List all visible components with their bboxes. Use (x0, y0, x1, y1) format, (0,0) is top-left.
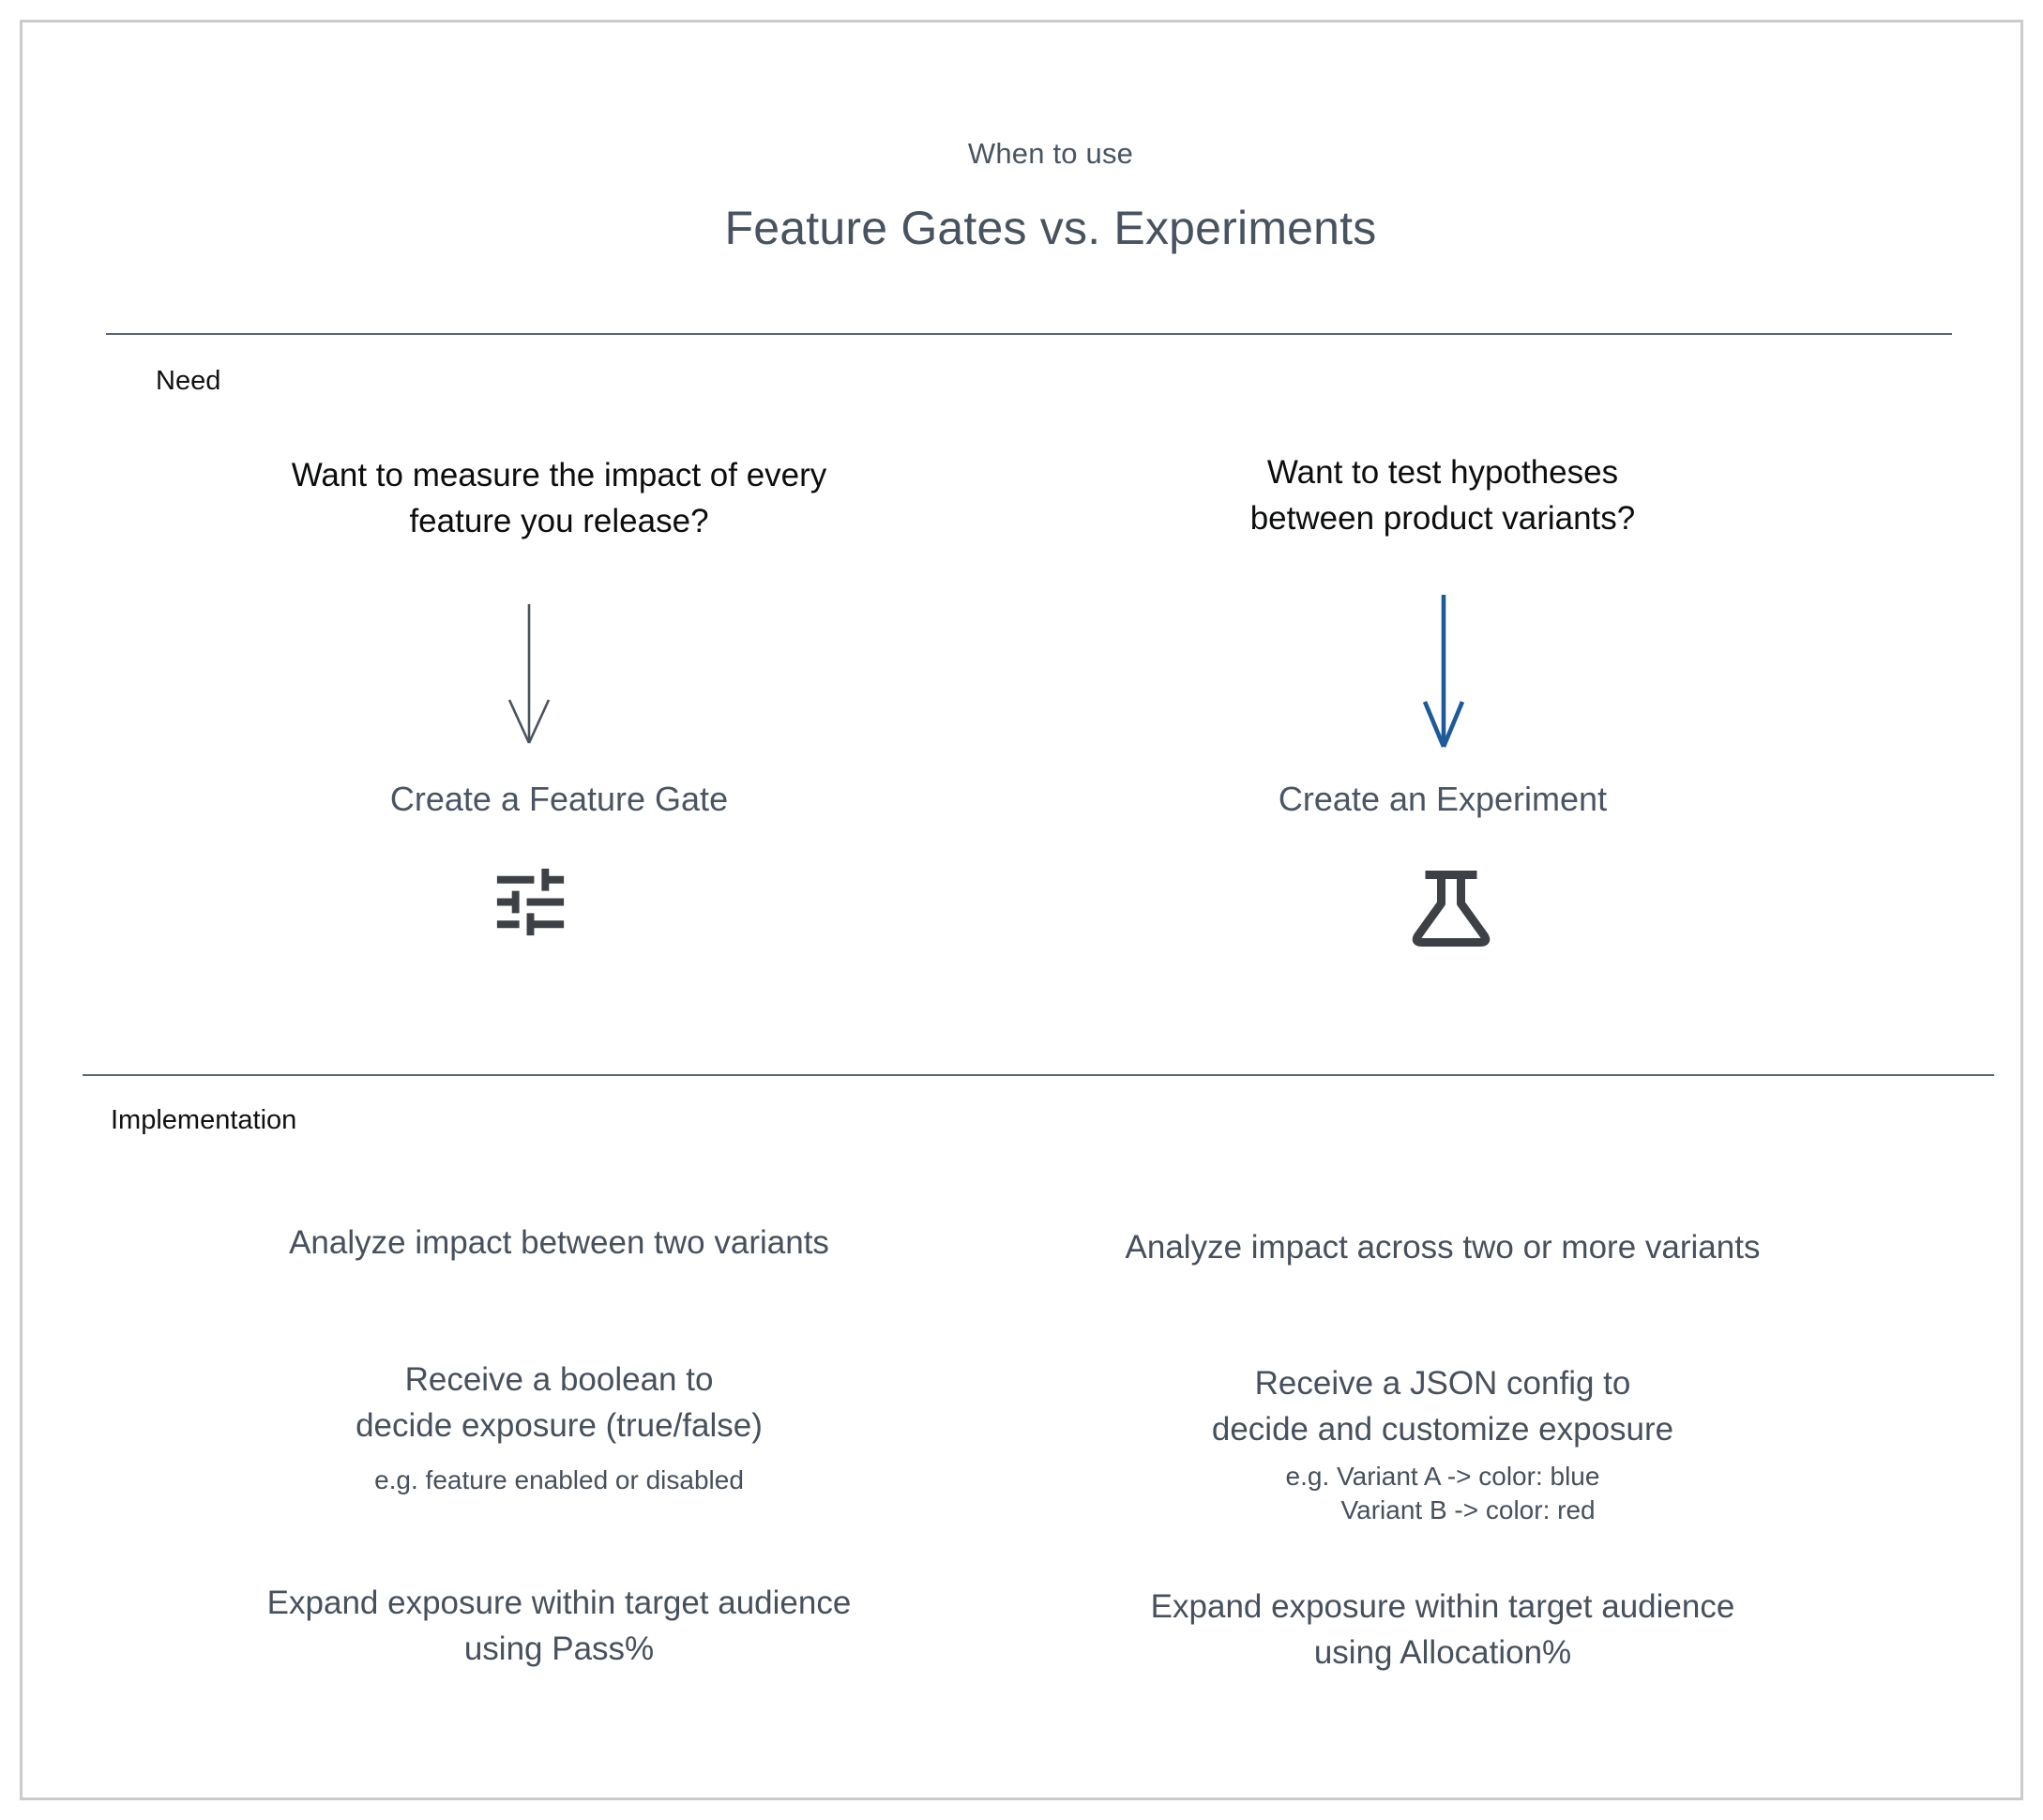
gate-example-text: e.g. feature enabled or disabled (374, 1465, 744, 1494)
experiment-receive-line1: Receive a JSON config to (1254, 1365, 1631, 1402)
sliders-icon (496, 868, 565, 936)
experiment-question-line1: Want to test hypotheses (1266, 454, 1619, 491)
create-feature-gate-label: Create a Feature Gate (389, 780, 729, 818)
gate-analyze-text: Analyze impact between two variants (289, 1224, 829, 1261)
feature-gate-question-line1: Want to measure the impact of every (291, 457, 827, 493)
experiment-expand-text: Expand exposure within target audience u… (1021, 1584, 1865, 1676)
header-eyebrow: When to use (967, 137, 1134, 170)
flask-icon (1412, 871, 1491, 947)
gate-expand-text: Expand exposure within target audience u… (137, 1580, 981, 1672)
implementation-section-label: Implementation (111, 1105, 297, 1135)
experiment-example-line1: e.g. Variant A -> color: blue (1285, 1462, 1600, 1491)
gate-receive-text: Receive a boolean to decide exposure (tr… (137, 1357, 981, 1497)
page-title: Feature Gates vs. Experiments (724, 202, 1377, 254)
gate-expand-line1: Expand exposure within target audience (266, 1585, 852, 1621)
down-arrow-blue-icon (1422, 595, 1465, 748)
experiment-question: Want to test hypotheses between product … (1021, 449, 1865, 541)
experiment-receive-line2: decide and customize exposure (1211, 1411, 1674, 1448)
experiment-analyze-text: Analyze impact across two or more varian… (1125, 1229, 1761, 1266)
create-experiment-label: Create an Experiment (1278, 780, 1608, 818)
feature-gate-question: Want to measure the impact of every feat… (137, 452, 981, 544)
need-section-label: Need (156, 366, 221, 396)
experiment-example-line2: Variant B -> color: red (1340, 1495, 1596, 1524)
diagram-border (20, 20, 2023, 1800)
feature-gate-question-line2: feature you release? (409, 503, 709, 539)
gate-receive-line2: decide exposure (true/false) (356, 1407, 763, 1444)
experiment-example-text: e.g. Variant A -> color: blue Variant B … (1286, 1460, 1600, 1527)
experiment-question-line2: between product variants? (1249, 500, 1636, 537)
experiment-receive-text: Receive a JSON config to decide and cust… (1021, 1360, 1865, 1531)
gate-receive-line1: Receive a boolean to (404, 1361, 714, 1398)
experiment-expand-line1: Expand exposure within target audience (1150, 1588, 1735, 1625)
implementation-section-divider (83, 1074, 1994, 1076)
gate-expand-line2: using Pass% (463, 1630, 655, 1667)
down-arrow-icon (507, 604, 551, 744)
experiment-expand-line2: using Allocation% (1313, 1634, 1572, 1671)
need-section-divider (106, 333, 1952, 335)
